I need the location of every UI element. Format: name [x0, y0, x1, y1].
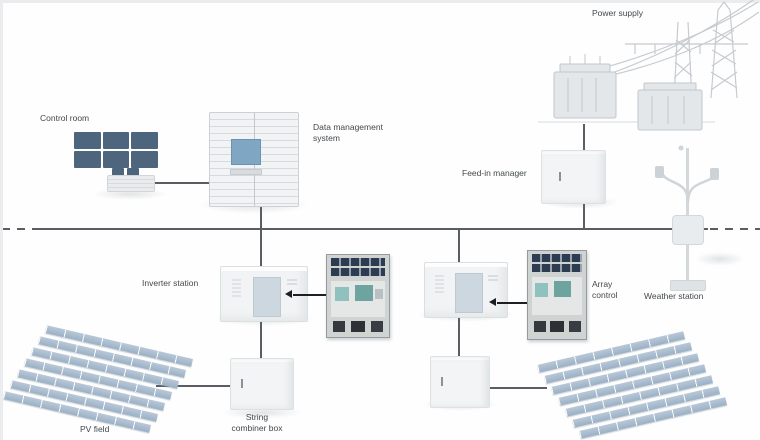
photo-component	[335, 287, 349, 301]
pv-field-label: PV field	[80, 424, 110, 434]
cabinet-handle	[441, 377, 443, 386]
link-datacenter-inverter1	[260, 199, 262, 268]
string-combiner-box-2-icon	[430, 356, 490, 408]
link-inverter1-combiner1	[260, 319, 262, 361]
weather-station-label: Weather station	[644, 291, 704, 301]
photo-component	[554, 281, 571, 297]
photo-component	[355, 285, 373, 301]
link-feedin-bus	[583, 201, 585, 229]
inverter-station-2-icon	[424, 262, 508, 318]
inverter-station-label: Inverter station	[142, 278, 199, 288]
string-combiner-label: String combiner box	[231, 412, 283, 434]
rack-screen	[231, 139, 261, 165]
station-vent	[232, 279, 241, 299]
data-management-label: Data management system	[313, 122, 383, 144]
photo-component	[371, 321, 383, 332]
photo-breaker-row	[532, 254, 582, 262]
bus-line-dashed-left	[2, 228, 32, 230]
control-desk-icon	[107, 175, 155, 192]
bus-line-dashed-right	[710, 228, 760, 230]
substation-icon	[538, 0, 760, 131]
cabinet-handle	[241, 379, 243, 388]
station-door	[455, 273, 483, 313]
photo-component	[375, 289, 383, 299]
station-vent	[435, 275, 444, 295]
photo-component	[351, 321, 365, 332]
link-pvfield1-combiner1	[156, 385, 232, 387]
weather-junction-box-icon	[672, 215, 704, 245]
video-wall-icon	[74, 132, 158, 168]
weather-base-icon	[670, 280, 706, 291]
photo-component	[569, 321, 581, 332]
arrow-left-icon	[485, 298, 496, 306]
link-inverter2-combiner2	[458, 315, 460, 361]
photo-component	[550, 321, 564, 332]
link-bus-inverter2	[458, 228, 460, 264]
bus-line	[32, 228, 708, 230]
photo-component	[535, 283, 548, 297]
link-combiner2-pvfield2	[487, 387, 547, 389]
photo-breaker-row	[331, 268, 385, 276]
server-rack-icon	[209, 112, 299, 207]
array-control-link1	[293, 294, 329, 296]
photo-breaker-row	[532, 264, 582, 272]
control-room-label: Control room	[40, 113, 90, 123]
array-control-photo	[527, 250, 587, 340]
station-marks	[488, 275, 498, 283]
station-door	[253, 277, 281, 317]
weather-sensor-icon	[710, 168, 719, 180]
station-marks	[287, 279, 297, 287]
feed-in-manager-label: Feed-in manager	[462, 168, 527, 178]
console-monitor-icon	[127, 168, 139, 176]
power-supply-label: Power supply	[592, 8, 644, 18]
pv-field-2-icon	[528, 331, 727, 439]
arrow-left-icon	[281, 290, 292, 298]
weather-shadow	[695, 252, 745, 266]
pv-field-1-icon	[0, 325, 212, 438]
cabinet-handle	[559, 172, 561, 181]
array-control-link2	[497, 302, 529, 304]
photo-breaker-row	[331, 258, 385, 266]
feed-in-manager-cabinet-icon	[541, 150, 606, 204]
rack-keyboard-tray	[230, 169, 262, 175]
string-combiner-box-1-icon	[230, 358, 294, 410]
weather-sensor-icon	[655, 166, 664, 178]
photo-component	[534, 321, 546, 332]
photo-component	[333, 321, 345, 332]
console-monitor-icon	[112, 168, 124, 176]
array-control-label: Array control	[592, 279, 618, 301]
link-controlroom-datacenter	[150, 182, 214, 184]
link-powersupply-feedin	[583, 124, 585, 152]
inverter-cabinet-photo	[326, 254, 390, 338]
